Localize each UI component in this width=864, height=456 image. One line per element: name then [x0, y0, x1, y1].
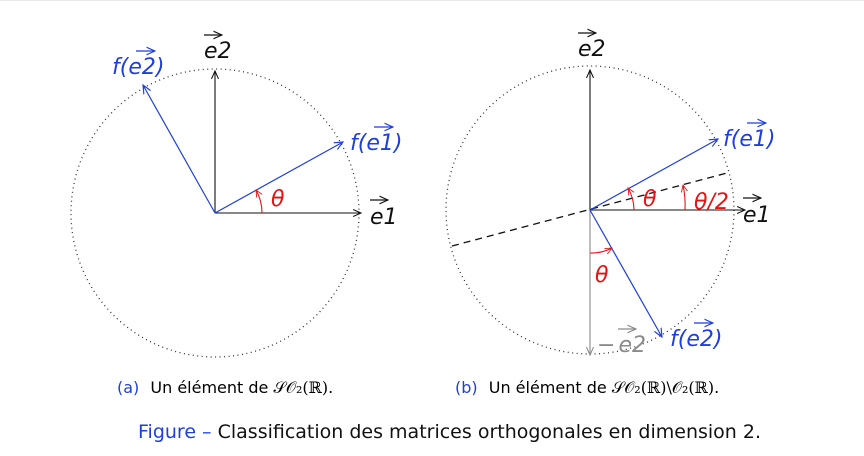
theta-half-label: θ/2 [694, 190, 729, 215]
top-border [0, 0, 864, 1]
e1-label: e1 [743, 203, 771, 228]
caption-a: (a) Un élément de 𝒮𝒪₂(ℝ). [117, 378, 333, 397]
theta-arc [256, 190, 263, 214]
minus-e2-label: −e2 [597, 333, 646, 358]
theta-half-arc [683, 185, 685, 211]
f-e1-arrow [589, 139, 718, 211]
f-e2-label: f(e2) [112, 55, 164, 80]
f-e1-label: f(e1) [723, 127, 775, 152]
panel-a: e1 e2 f(e1) f(e2) θ (a) Un élément de 𝒮𝒪… [70, 35, 402, 397]
theta-arc-bottom [589, 248, 612, 253]
theta-label-bottom: θ [595, 263, 609, 288]
theta-label: θ [271, 187, 285, 212]
e1-label: e1 [370, 205, 398, 230]
e2-label: e2 [578, 37, 606, 62]
figure-caption: Figure – Classification des matrices ort… [138, 421, 761, 443]
theta-label-center: θ [643, 187, 657, 212]
f-e1-arrow [214, 142, 343, 214]
panel-b: e1 e2 −e2 f(e1) f(e2) θ θ/2 θ (b) Un élé… [445, 33, 775, 397]
f-e2-arrow [589, 209, 662, 337]
f-e1-label: f(e1) [350, 131, 402, 156]
theta-arc-center [628, 188, 635, 211]
e2-label: e2 [204, 39, 232, 64]
f-e2-label: f(e2) [670, 327, 722, 352]
f-e2-arrow [143, 85, 216, 214]
caption-b: (b) Un élément de 𝒮𝒪₂(ℝ)\𝒪₂(ℝ). [455, 378, 719, 397]
